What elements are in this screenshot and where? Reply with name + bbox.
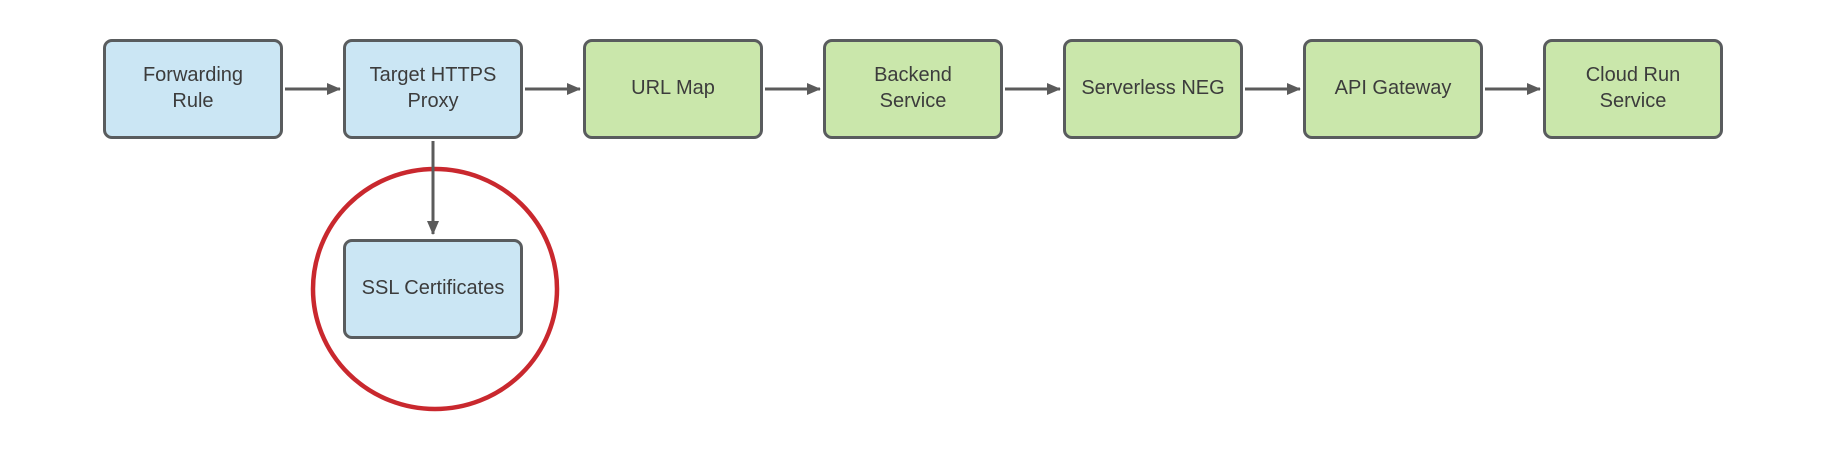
node-forwarding-rule-label: Forwarding Rule [142,64,244,112]
node-ssl-certificates: SSL Certificates [343,239,523,339]
node-forwarding-rule: Forwarding Rule [103,39,283,139]
node-target-https-proxy-label: Target HTTPS Proxy [369,64,497,112]
node-api-gateway-label: API Gateway [1334,77,1452,100]
node-target-https-proxy: Target HTTPS Proxy [343,39,523,139]
node-ssl-certificates-label: SSL Certificates [361,277,505,300]
node-url-map-label: URL Map [631,77,715,100]
node-backend-service: Backend Service [823,39,1003,139]
node-serverless-neg-label: Serverless NEG [1081,77,1225,100]
node-api-gateway: API Gateway [1303,39,1483,139]
node-cloud-run-service-label: Cloud Run Service [1585,64,1681,112]
node-backend-service-label: Backend Service [874,64,952,112]
node-serverless-neg: Serverless NEG [1063,39,1243,139]
node-url-map: URL Map [583,39,763,139]
node-cloud-run-service: Cloud Run Service [1543,39,1723,139]
